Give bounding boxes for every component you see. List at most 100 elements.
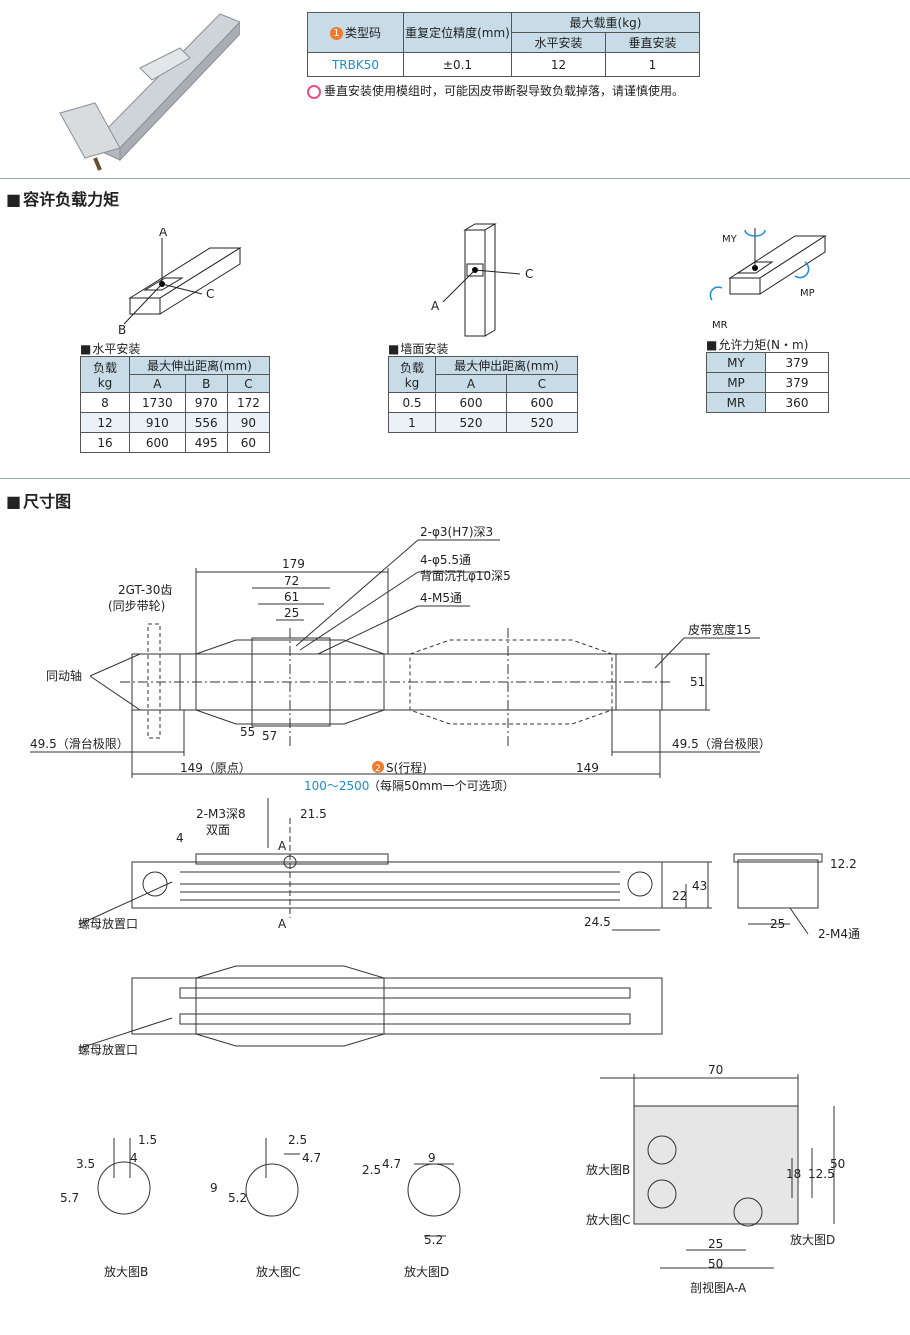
svg-text:4: 4 [130,1151,138,1165]
svg-text:1.5: 1.5 [138,1133,157,1147]
col-vertical-header: 垂直安装 [605,32,700,53]
svg-text:（每隔50mm一个可选项）: （每隔50mm一个可选项） [368,778,515,793]
svg-text:放大图B: 放大图B [586,1162,630,1177]
svg-text:MP: MP [800,288,815,299]
svg-text:22: 22 [672,889,687,903]
svg-text:放大图C: 放大图C [586,1212,630,1227]
svg-text:149（原点）: 149（原点） [180,761,251,775]
svg-text:2: 2 [375,764,381,774]
precision-cell: ±0.1 [403,52,512,77]
svg-text:2-M4通: 2-M4通 [818,927,860,941]
svg-text:背面沉孔φ10深5: 背面沉孔φ10深5 [420,569,511,583]
svg-text:4.7: 4.7 [302,1151,321,1165]
dimension-section-title: 尺寸图 [6,488,71,512]
svg-text:2.5: 2.5 [362,1163,381,1177]
svg-text:5.7: 5.7 [60,1191,79,1205]
svg-text:B: B [118,323,126,337]
svg-text:9: 9 [210,1181,218,1195]
col-load-header: 最大载重(kg) [511,12,700,33]
svg-text:放大图D: 放大图D [404,1264,449,1279]
svg-text:49.5（滑台极限）: 49.5（滑台极限） [672,736,771,751]
moment-title: 允许力矩(N・m) [706,336,808,353]
svg-text:C: C [525,267,533,281]
product-photo [59,13,240,171]
svg-text:A: A [278,917,287,931]
svg-text:螺母放置口: 螺母放置口 [78,916,138,931]
svg-text:100～2500: 100～2500 [304,779,369,793]
svg-text:(同步带轮): (同步带轮) [108,599,165,613]
dimension-section: 尺寸图 [0,478,910,1335]
svg-text:4.7: 4.7 [382,1157,401,1171]
svg-text:50: 50 [830,1157,845,1171]
svg-text:A: A [278,839,287,853]
svg-text:49.5（滑台极限）: 49.5（滑台极限） [30,736,129,751]
dimension-drawing: 179 72 61 25 2-φ3(H7)深3 4-φ5.5通 背面沉孔φ10深… [30,525,860,1295]
svg-text:25: 25 [708,1237,723,1251]
svg-text:放大图D: 放大图D [790,1232,835,1247]
svg-text:25: 25 [284,606,299,620]
col-precision-header: 重复定位精度(mm) [403,12,512,53]
svg-text:149: 149 [576,761,599,775]
svg-text:同动轴: 同动轴 [46,668,82,683]
svg-text:9: 9 [428,1151,436,1165]
type-code-cell: TRBK50 [307,52,404,77]
moment-section-title: 容许负载力矩 [6,186,119,210]
svg-text:4-M5通: 4-M5通 [420,591,462,605]
svg-text:61: 61 [284,590,299,604]
svg-text:18: 18 [786,1167,801,1181]
wall-mount-diagram: C A [431,223,533,337]
svg-text:72: 72 [284,574,299,588]
warning-icon [307,84,321,99]
svg-text:A: A [431,299,440,313]
svg-text:S(行程): S(行程) [386,760,427,775]
svg-text:剖视图A-A: 剖视图A-A [690,1280,747,1295]
svg-text:放大图C: 放大图C [256,1264,300,1279]
svg-text:A: A [159,228,168,239]
svg-text:12.5: 12.5 [808,1167,835,1181]
svg-text:12.2: 12.2 [830,857,857,871]
svg-text:25: 25 [770,917,785,931]
svg-text:2-φ3(H7)深3: 2-φ3(H7)深3 [420,525,493,539]
svg-text:螺母放置口: 螺母放置口 [78,1042,138,1057]
svg-text:5.2: 5.2 [424,1233,443,1247]
svg-text:57: 57 [262,729,277,743]
horizontal-load-cell: 12 [511,52,606,77]
svg-text:皮带宽度15: 皮带宽度15 [688,622,751,637]
svg-text:放大图B: 放大图B [104,1264,148,1279]
svg-text:21.5: 21.5 [300,807,327,821]
svg-text:2GT-30齿: 2GT-30齿 [118,583,172,597]
svg-text:MR: MR [712,320,728,331]
svg-text:43: 43 [692,879,707,893]
svg-text:2-M3深8: 2-M3深8 [196,807,246,821]
svg-text:MY: MY [722,234,738,245]
svg-text:70: 70 [708,1063,723,1077]
col-horizontal-header: 水平安装 [511,32,606,53]
svg-text:179: 179 [282,557,305,571]
svg-text:2.5: 2.5 [288,1133,307,1147]
svg-text:4: 4 [176,831,184,845]
svg-text:24.5: 24.5 [584,915,611,929]
vertical-load-cell: 1 [605,52,700,77]
horizontal-mount-diagram: A C B [118,228,242,337]
svg-text:C: C [206,287,214,301]
svg-text:3.5: 3.5 [76,1157,95,1171]
warning-note: 垂直安装使用模组时，可能因皮带断裂导致负载掉落，请谨慎使用。 [307,82,684,99]
svg-text:5.2: 5.2 [228,1191,247,1205]
svg-text:双面: 双面 [206,823,230,837]
svg-text:50: 50 [708,1257,723,1271]
